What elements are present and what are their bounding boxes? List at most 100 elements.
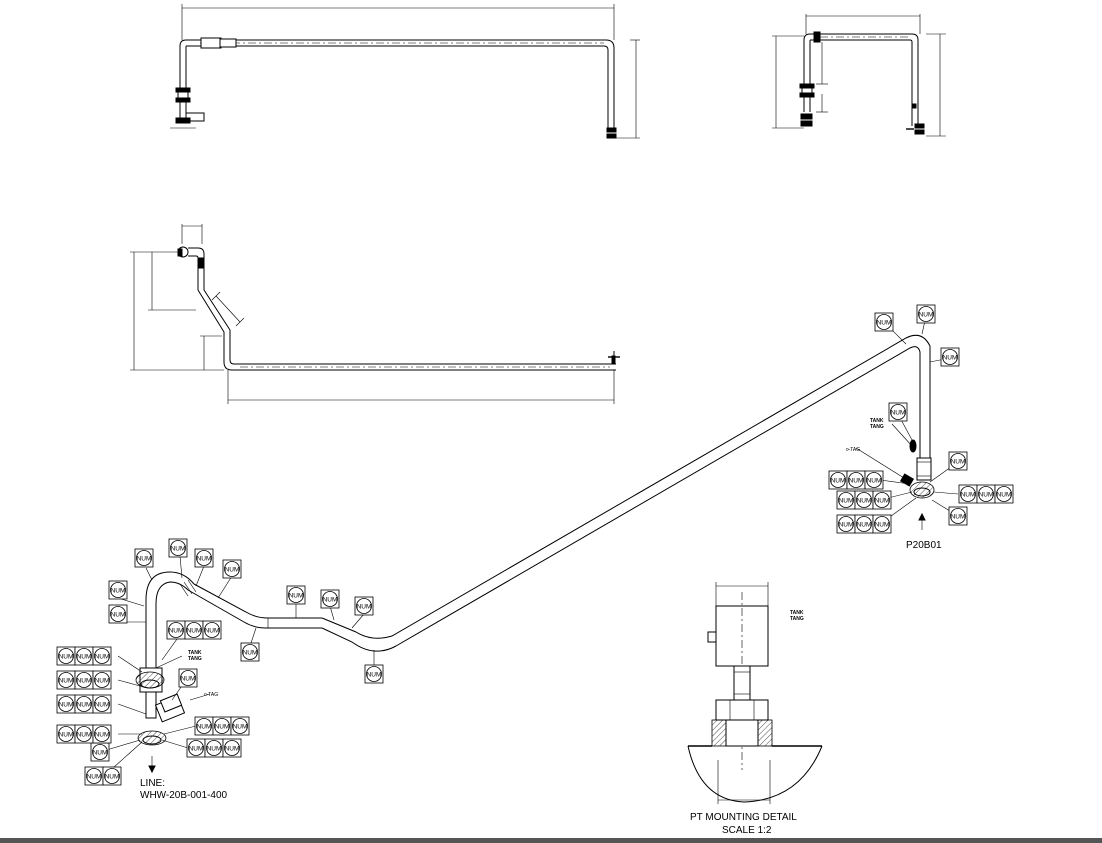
num-callout-41: NUM [102, 766, 122, 786]
num-callout-48: NUM [836, 514, 856, 534]
svg-text:NUM: NUM [105, 773, 120, 780]
num-callout-34: NUM [194, 716, 214, 736]
num-callout-47: NUM [872, 490, 892, 510]
svg-text:NUM: NUM [323, 596, 338, 603]
num-callout-36: NUM [230, 716, 250, 736]
svg-text:NUM: NUM [77, 653, 92, 660]
svg-text:NUM: NUM [197, 723, 212, 730]
num-callout-32: NUM [74, 724, 94, 744]
num-callout-45: NUM [836, 490, 856, 510]
svg-text:NUM: NUM [181, 675, 196, 682]
num-callout-22: NUM [56, 646, 76, 666]
num-callout-50: NUM [872, 514, 892, 534]
tank-label-left-2: TANG [188, 656, 202, 662]
isometric-pipe-run [135, 334, 935, 774]
num-callout-25: NUM [56, 670, 76, 690]
num-callout-44: NUM [864, 470, 884, 490]
svg-text:NUM: NUM [215, 723, 230, 730]
elevation-view-2 [772, 14, 946, 137]
svg-text:NUM: NUM [187, 627, 202, 634]
tank-label-right-2: TANG [870, 424, 884, 430]
svg-text:NUM: NUM [95, 731, 110, 738]
num-callout-19: NUM [166, 620, 186, 640]
num-callout-12: NUM [90, 742, 110, 762]
svg-text:NUM: NUM [77, 701, 92, 708]
svg-text:NUM: NUM [169, 627, 184, 634]
num-callout-0: NUM [134, 548, 154, 568]
num-callout-21: NUM [202, 620, 222, 640]
num-callout-49: NUM [854, 514, 874, 534]
num-callout-1: NUM [168, 538, 188, 558]
line-number: WHW-20B-001-400 [140, 790, 228, 801]
svg-text:NUM: NUM [839, 521, 854, 528]
svg-text:NUM: NUM [951, 458, 966, 465]
svg-text:NUM: NUM [243, 649, 258, 656]
num-callout-7: NUM [320, 589, 340, 609]
svg-text:NUM: NUM [943, 354, 958, 361]
svg-text:NUM: NUM [857, 521, 872, 528]
equipment-label: P20B01 [906, 540, 942, 551]
svg-text:NUM: NUM [225, 566, 240, 573]
num-callout-33: NUM [92, 724, 112, 744]
svg-text:NUM: NUM [111, 587, 126, 594]
num-callout-17: NUM [948, 451, 968, 471]
pt-mounting-detail [687, 582, 823, 804]
num-callout-5: NUM [108, 604, 128, 624]
svg-text:NUM: NUM [225, 745, 240, 752]
num-callout-39: NUM [222, 738, 242, 758]
svg-text:NUM: NUM [95, 653, 110, 660]
svg-text:NUM: NUM [59, 677, 74, 684]
num-callout-27: NUM [92, 670, 112, 690]
svg-text:NUM: NUM [59, 701, 74, 708]
num-callout-40: NUM [84, 766, 104, 786]
svg-text:NUM: NUM [961, 491, 976, 498]
status-bar [0, 838, 1102, 843]
svg-text:NUM: NUM [877, 319, 892, 326]
num-callout-14: NUM [916, 304, 936, 324]
num-callout-31: NUM [56, 724, 76, 744]
tag-label-right: ⊳TAG [846, 447, 860, 453]
num-callout-37: NUM [186, 738, 206, 758]
num-callout-16: NUM [888, 402, 908, 422]
elevation-view-1 [170, 4, 640, 139]
svg-text:NUM: NUM [171, 545, 186, 552]
svg-text:NUM: NUM [205, 627, 220, 634]
num-callout-2: NUM [194, 548, 214, 568]
svg-text:NUM: NUM [831, 477, 846, 484]
svg-text:NUM: NUM [875, 521, 890, 528]
svg-text:NUM: NUM [867, 477, 882, 484]
svg-text:NUM: NUM [197, 555, 212, 562]
num-callout-52: NUM [976, 484, 996, 504]
num-callout-51: NUM [958, 484, 978, 504]
svg-text:NUM: NUM [59, 731, 74, 738]
line-label: LINE: [140, 778, 165, 789]
svg-text:NUM: NUM [979, 491, 994, 498]
num-callout-23: NUM [74, 646, 94, 666]
svg-text:NUM: NUM [59, 653, 74, 660]
leader-lines [99, 315, 959, 777]
svg-text:NUM: NUM [951, 513, 966, 520]
svg-text:NUM: NUM [137, 555, 152, 562]
num-callout-30: NUM [92, 694, 112, 714]
detail-title: PT MOUNTING DETAIL [690, 812, 797, 823]
svg-text:NUM: NUM [95, 701, 110, 708]
svg-text:NUM: NUM [357, 603, 372, 610]
num-callout-46: NUM [854, 490, 874, 510]
svg-text:NUM: NUM [919, 311, 934, 318]
num-callout-42: NUM [828, 470, 848, 490]
num-callout-8: NUM [354, 596, 374, 616]
num-bubbles: NUMNUMNUMNUMNUMNUMNUMNUMNUMNUMNUMNUMNUMN… [56, 304, 1014, 786]
tag-label-left: ⊳TAG [204, 692, 218, 698]
num-callout-10: NUM [364, 664, 384, 684]
tank-label-left-1: TANK [188, 650, 202, 656]
svg-text:NUM: NUM [77, 731, 92, 738]
num-callout-11: NUM [178, 668, 198, 688]
svg-text:NUM: NUM [997, 491, 1012, 498]
svg-text:NUM: NUM [189, 745, 204, 752]
num-callout-53: NUM [994, 484, 1014, 504]
svg-text:NUM: NUM [849, 477, 864, 484]
num-callout-35: NUM [212, 716, 232, 736]
num-callout-43: NUM [846, 470, 866, 490]
svg-text:NUM: NUM [875, 497, 890, 504]
